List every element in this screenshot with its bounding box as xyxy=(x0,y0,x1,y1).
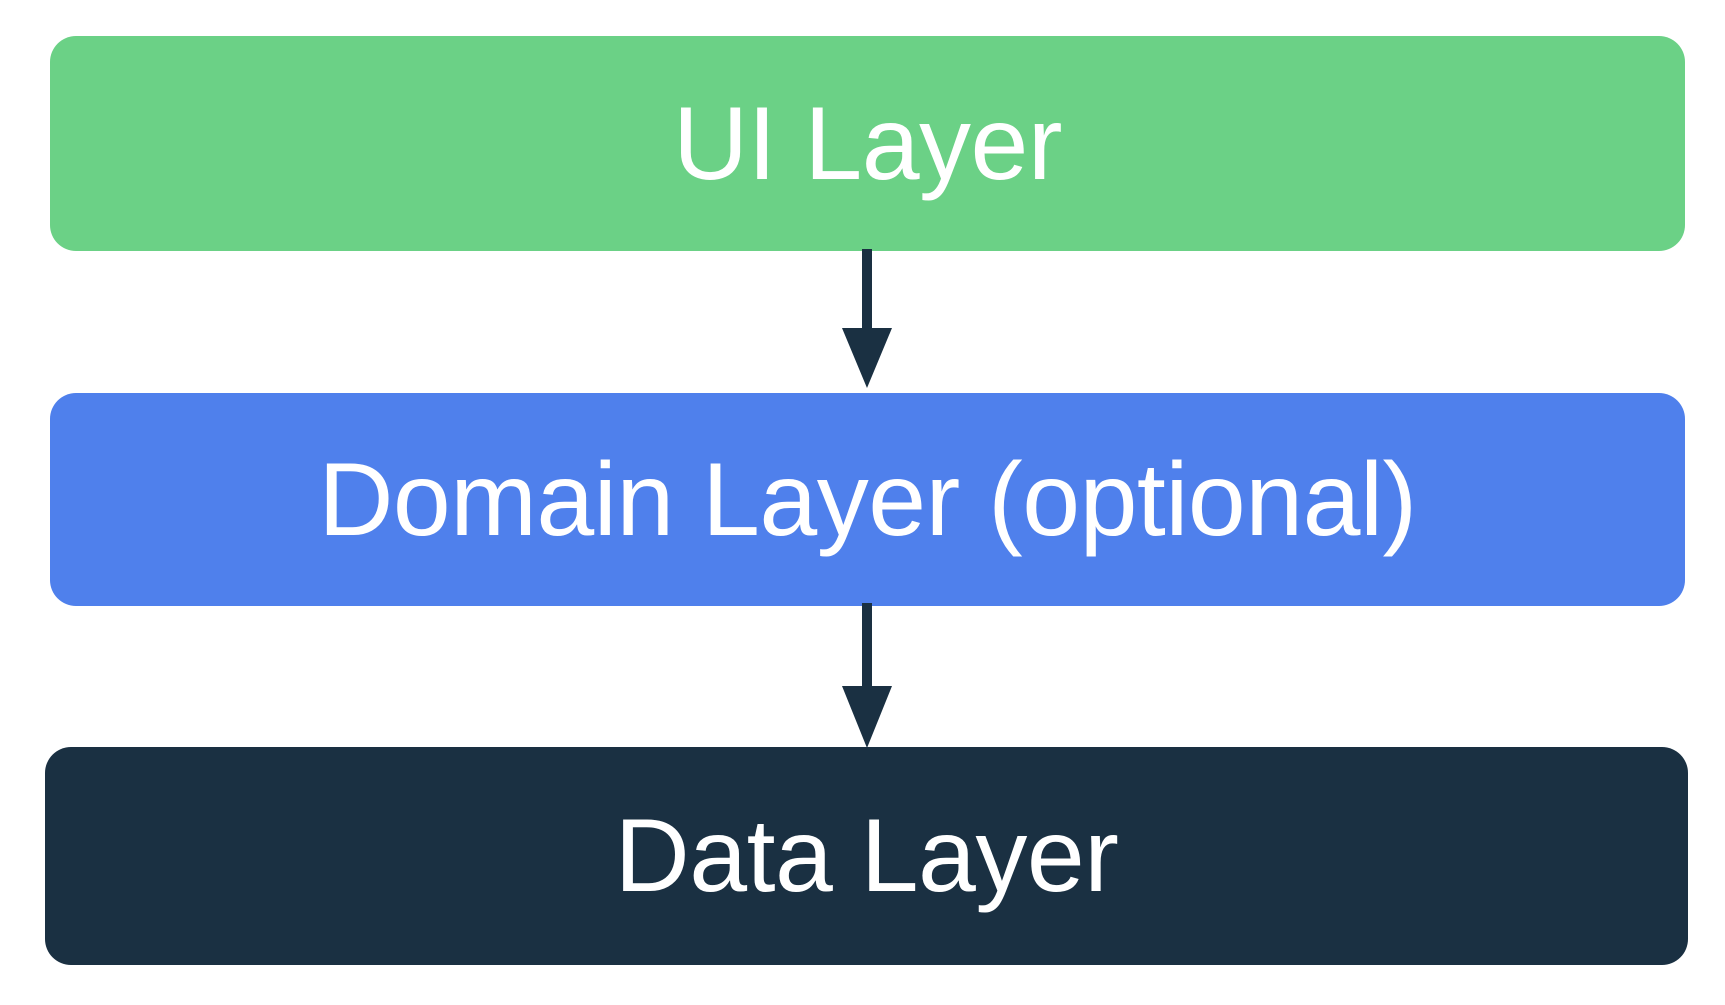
domain-layer-label: Domain Layer (optional) xyxy=(318,441,1417,558)
ui-layer-label: UI Layer xyxy=(672,85,1063,202)
data-layer-label: Data Layer xyxy=(614,798,1119,914)
arrow-ui-to-domain-icon xyxy=(842,249,892,388)
arrow-down-icon xyxy=(842,603,892,748)
domain-layer-box[interactable]: Domain Layer (optional) xyxy=(50,393,1685,606)
arrow-domain-to-data-icon xyxy=(842,603,892,748)
data-layer-box[interactable]: Data Layer xyxy=(45,747,1688,965)
ui-layer-box[interactable]: UI Layer xyxy=(50,36,1685,251)
arrow-down-icon xyxy=(842,249,892,388)
